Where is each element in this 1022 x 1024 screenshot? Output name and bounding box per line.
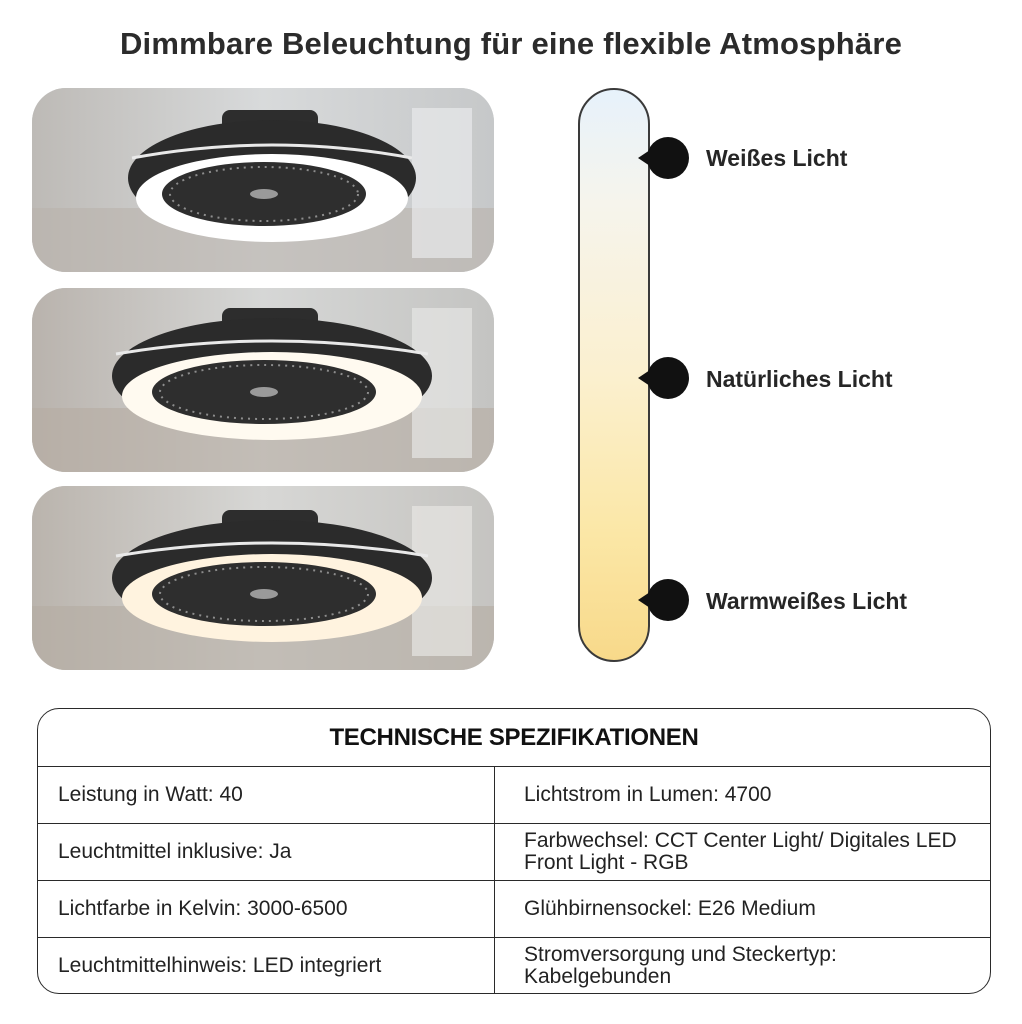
divider [38, 937, 990, 938]
fan-photo-natural [32, 288, 494, 472]
spec-cell: Lichtfarbe in Kelvin: 3000-6500 [58, 897, 348, 920]
spec-cell: Farbwechsel: CCT Center Light/ Digitales… [524, 829, 957, 874]
spec-table: TECHNISCHE SPEZIFIKATIONEN Leistung in W… [37, 708, 991, 994]
marker-pin-icon [638, 579, 689, 621]
ceiling-fan-icon [128, 110, 416, 242]
spec-cell: Leuchtmittelhinweis: LED integriert [58, 954, 382, 977]
spec-cell: Leuchtmittel inklusive: Ja [58, 840, 292, 863]
spec-cell: Lichtstrom in Lumen: 4700 [524, 783, 772, 806]
divider [494, 766, 495, 993]
fan-photo-white [32, 88, 494, 272]
marker-label-white: Weißes Licht [706, 145, 848, 171]
divider [38, 766, 990, 767]
spec-cell: Stromversorgung und Steckertyp: Kabelgeb… [524, 943, 837, 988]
spec-cell: Leistung in Watt: 40 [58, 783, 243, 806]
fan-photo-warm [32, 486, 494, 670]
marker-pin-icon [638, 137, 689, 179]
marker-pin-icon [638, 357, 689, 399]
divider [38, 880, 990, 881]
ceiling-fan-icon [112, 308, 432, 440]
divider [38, 823, 990, 824]
spec-table-title: TECHNISCHE SPEZIFIKATIONEN [329, 724, 699, 751]
marker-label-natural: Natürliches Licht [706, 366, 893, 392]
page-title: Dimmbare Beleuchtung für eine flexible A… [119, 26, 903, 61]
marker-label-warm: Warmweißes Licht [706, 588, 908, 614]
spec-cell: Glühbirnensockel: E26 Medium [524, 897, 816, 920]
ceiling-fan-icon [112, 510, 432, 642]
